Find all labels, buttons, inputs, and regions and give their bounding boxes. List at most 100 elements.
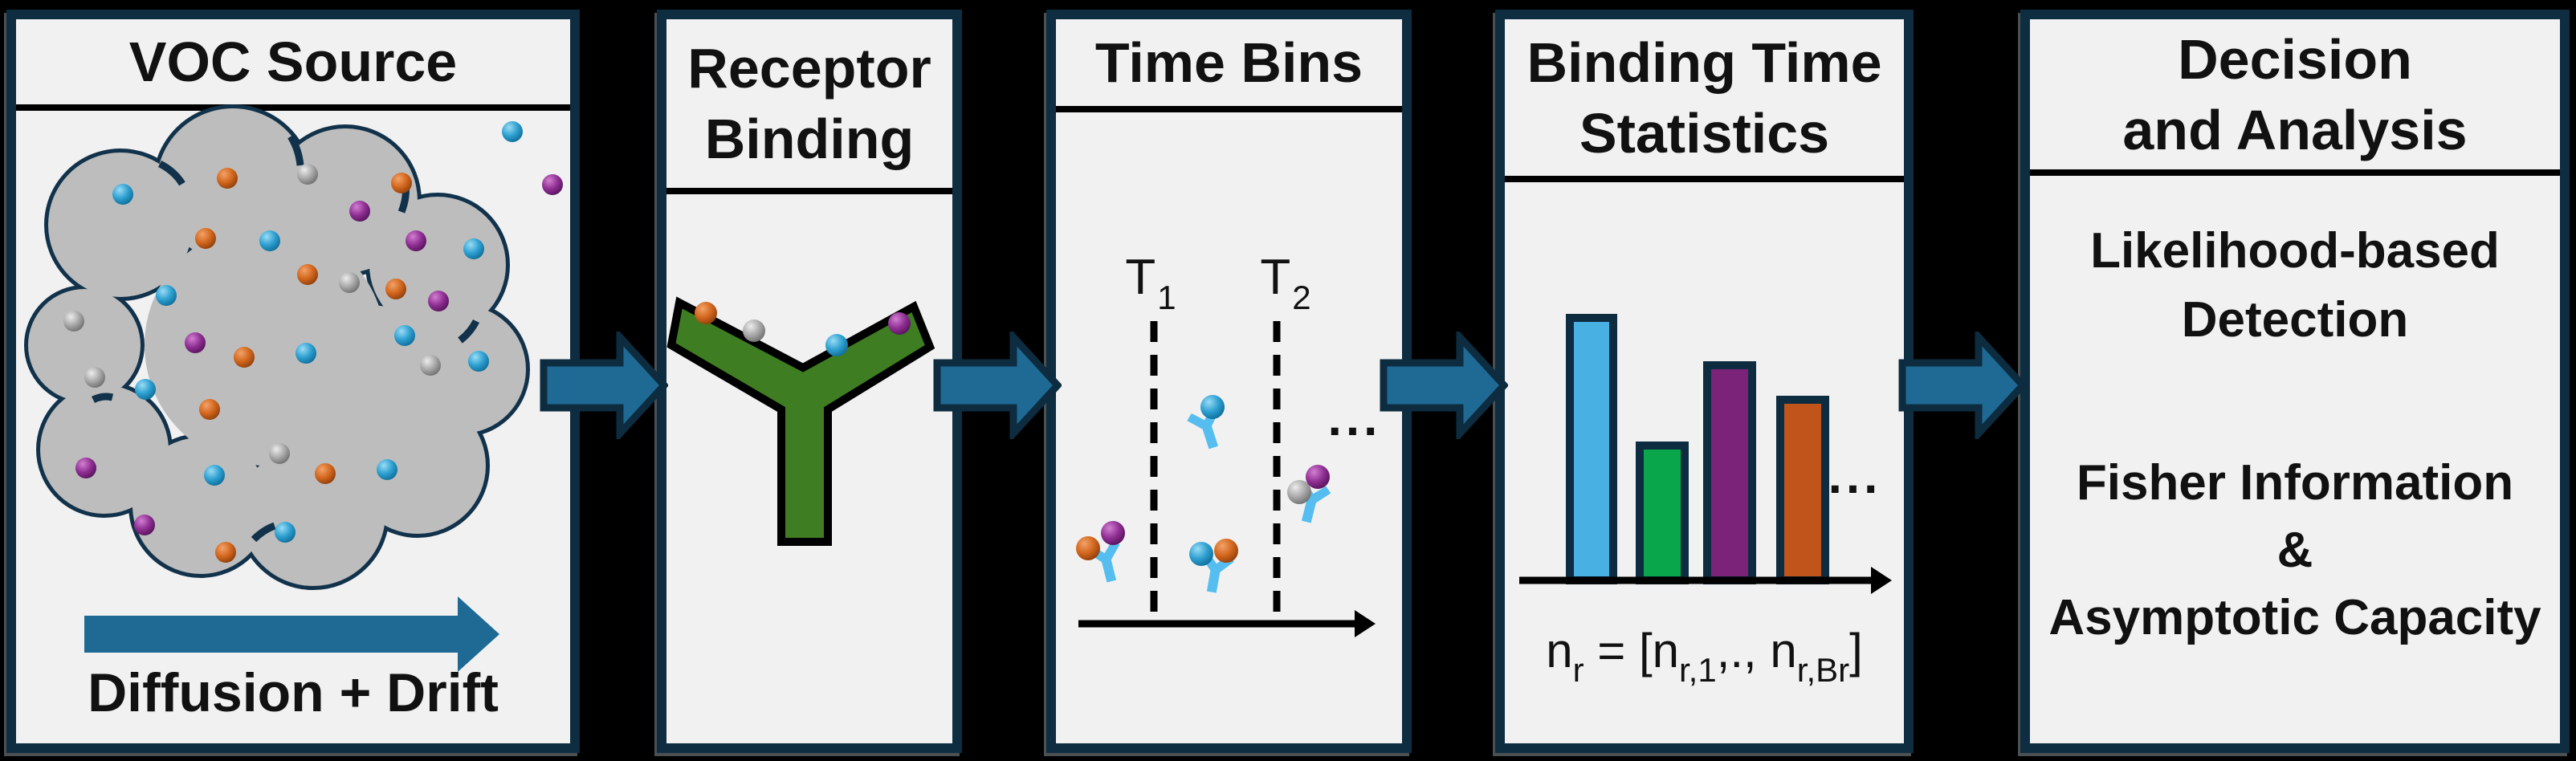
flow-arrow-1 [540,332,668,439]
binding-event [1076,521,1125,583]
binding-event [1287,465,1331,523]
body-line: Fisher Information [2076,455,2514,511]
molecule-gray-icon [269,443,290,464]
molecules-layer [63,121,563,563]
t2-base: T [1260,250,1291,305]
histogram-graphic [1519,314,1892,594]
molecule-purple-icon [349,201,370,222]
molecule-purple-icon [75,458,96,478]
histogram-bar [1566,314,1617,584]
flow-arrow-2 [933,332,1062,439]
molecule-gray-icon [297,164,318,185]
molecule-blue-icon [259,230,280,251]
molecule-orange-icon [1214,539,1238,563]
binding-count-formula: nr = [nr,1,., nr,Br] [1505,623,1904,690]
t2-sub: 2 [1292,279,1311,317]
formula-base: ,., [1716,624,1771,678]
t1-base: T [1125,250,1156,305]
molecule-purple-icon [888,312,911,335]
histogram-bars-layer [1566,314,1829,584]
formula-base: n [1770,624,1797,678]
ellipsis: ... [1327,391,1382,446]
cloud-icon [24,104,530,590]
molecule-gray-icon [339,272,360,293]
molecule-blue-icon [502,121,523,142]
panel-binding-time-statistics: Binding Time Statistics ... nr = [nr,1,.… [1495,10,1914,753]
body-line: & [2276,523,2313,578]
histogram-bar [1776,396,1829,584]
molecule-blue-icon [275,522,296,543]
fisher-capacity-text: Fisher Information & Asymptotic Capacity [2030,450,2560,652]
molecule-purple-icon [1306,465,1330,489]
formula-base: = [ [1584,624,1653,678]
title-line: Receptor [687,37,931,100]
histogram-axis-arrowhead [1871,567,1892,594]
molecule-purple-icon [428,291,449,311]
formula-base: n [1652,624,1680,678]
molecule-blue-icon [135,379,156,400]
molecule-blue-icon [156,285,177,306]
molecule-orange-icon [315,463,336,484]
molecule-gray-icon [63,311,84,332]
receptor-y-icon [666,296,935,546]
title-line: Decision [2178,27,2412,91]
panel-title-receptor-binding: Receptor Binding [666,19,952,194]
time-bin-label-t1: T1 [1125,249,1176,316]
flow-arrow-3 [1380,332,1508,439]
molecule-blue-icon [377,459,397,480]
molecule-blue-icon [1189,542,1213,566]
molecule-orange-icon [695,302,717,324]
t1-sub: 1 [1157,279,1176,317]
binding-events-layer [1076,395,1331,593]
molecule-blue-icon [468,351,489,372]
title-line: Time Bins [1094,31,1363,94]
molecule-orange-icon [391,173,412,193]
molecule-blue-icon [296,343,316,364]
diffusion-drift-label: Diffusion + Drift [88,662,499,723]
time-axis-arrowhead [1355,610,1376,637]
molecule-blue-icon [1200,395,1225,419]
formula-base: ] [1849,624,1863,678]
histogram-bar [1636,442,1689,584]
molecule-orange-icon [217,168,238,189]
body-line: Detection [2181,292,2409,348]
formula-sub: r [1572,651,1584,689]
panel-title-decision-analysis: Decision and Analysis [2030,19,2560,176]
panel-voc-source: VOC Source [6,10,580,753]
molecule-orange-icon [385,279,406,299]
panel-receptor-binding: Receptor Binding [657,10,962,753]
molecule-blue-icon [463,238,484,259]
molecule-purple-icon [185,332,206,353]
title-line: VOC Source [128,31,458,93]
molecule-blue-icon [204,465,225,486]
molecule-gray-icon [743,319,765,342]
molecule-orange-icon [1076,536,1100,560]
title-line: Statistics [1579,101,1830,165]
molecule-purple-icon [1101,521,1125,545]
cloud-inner-arcs [91,134,480,543]
panel-title-voc-source: VOC Source [16,19,570,111]
formula-base: n [1546,624,1573,678]
time-bin-label-t2: T2 [1260,249,1310,316]
molecule-gray-icon [84,367,105,388]
drift-arrow-icon [84,596,499,672]
body-line: Asymptotic Capacity [2048,590,2541,645]
molecule-orange-icon [195,228,216,249]
molecule-blue-icon [394,325,415,346]
molecule-blue-icon [825,334,848,356]
molecule-orange-icon [215,542,236,563]
title-line: and Analysis [2122,98,2468,161]
formula-sub: r,1 [1679,651,1717,689]
likelihood-detection-text: Likelihood-based Detection [2030,217,2560,355]
receptor-graphic [666,296,935,546]
flow-arrow-4 [1898,332,2027,439]
formula-sub: r,Br [1796,651,1850,689]
ellipsis: ... [1828,449,1882,504]
binding-event [1189,539,1238,593]
bound-molecules-layer [695,302,911,356]
binding-event [1187,395,1225,450]
voc-cloud-graphic [24,104,563,672]
body-line: Likelihood-based [2090,223,2500,279]
molecule-orange-icon [297,264,318,285]
